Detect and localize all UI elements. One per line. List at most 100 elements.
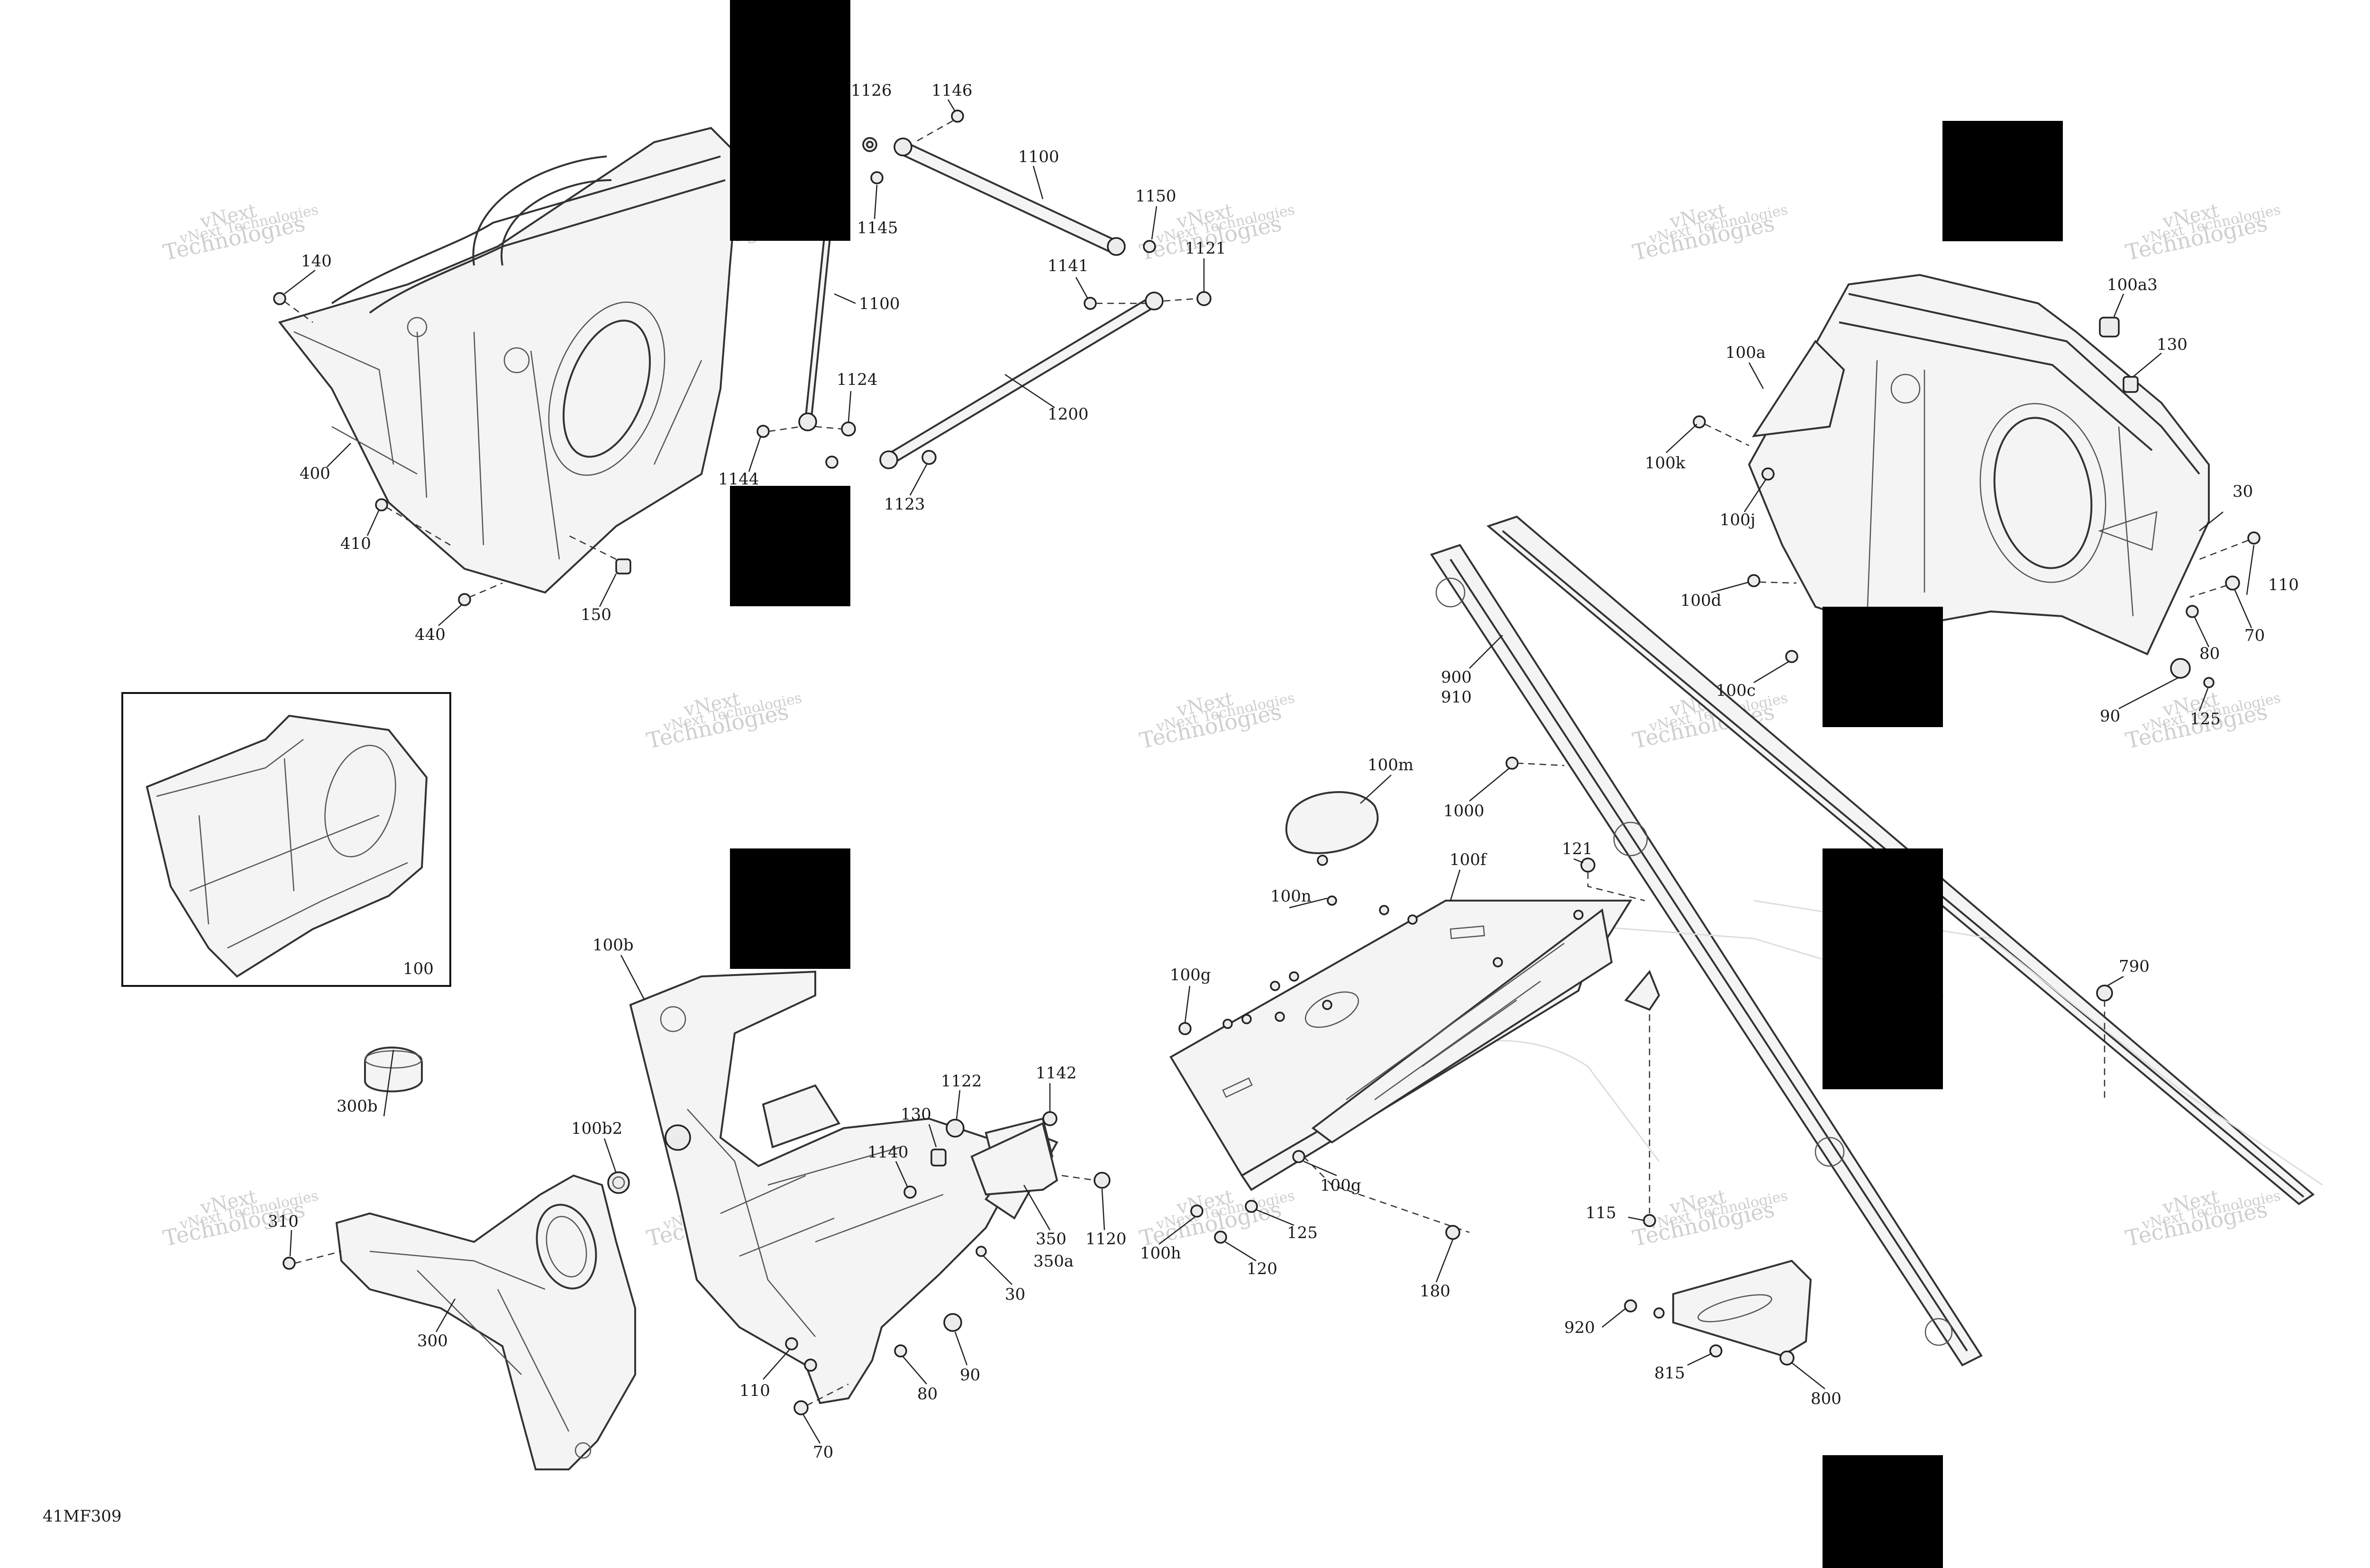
callout-label: 180 [1420, 1282, 1450, 1301]
bolt-110 [2247, 531, 2261, 545]
stay-rod-1200 [885, 295, 1158, 466]
bolt-115 [1643, 1214, 1656, 1227]
nut-150 [615, 558, 631, 574]
callout-label: 1100 [1018, 147, 1059, 166]
support-300-assembly [283, 1047, 636, 1470]
bolt-1141 [1084, 297, 1097, 310]
callout-label: 310 [268, 1212, 299, 1231]
callout-label: 100c [1716, 681, 1756, 700]
bolt-180 [1445, 1225, 1460, 1240]
callout-label: 125 [1287, 1223, 1318, 1242]
bolt-125 [2203, 677, 2215, 688]
callout-label: 30 [2233, 482, 2253, 501]
callout-label: 125 [2190, 710, 2221, 729]
front-frame-hardware [273, 292, 631, 606]
callout-label: 100m [1367, 756, 1413, 775]
nut-100h [1190, 1204, 1203, 1218]
bolt-410 [375, 498, 388, 511]
cap-100a3 [2099, 317, 2120, 337]
drawing-code: 41MF309 [43, 1507, 122, 1526]
callout-label: 800 [1811, 1389, 1841, 1408]
callout-label: 100 [403, 959, 434, 978]
callout-label: 1120 [1085, 1230, 1127, 1249]
callout-label: 910 [1441, 688, 1472, 707]
nut-790 [2096, 985, 2113, 1002]
callout-label: 100k [1645, 454, 1686, 473]
nut-121 [1580, 857, 1595, 873]
watermark: vNext Technologies vNext Technologies [2123, 200, 2282, 265]
bolt-310 [283, 1257, 296, 1270]
bolt-1000 [1505, 757, 1519, 770]
callout-label: 100b2 [571, 1119, 622, 1138]
callout-label: 1000 [1443, 802, 1485, 820]
washer-80b [894, 1344, 907, 1358]
bolt-1142 [1042, 1111, 1057, 1126]
callout-label: 410 [340, 534, 371, 553]
washer-1122 [946, 1119, 965, 1138]
redaction-block [730, 848, 850, 969]
callout-label: 440 [415, 625, 446, 644]
callout-label: 100g [1320, 1176, 1361, 1195]
callout-label: 80 [917, 1385, 938, 1404]
callout-label: 120 [1247, 1259, 1277, 1278]
callout-label: 1126 [851, 81, 892, 100]
nut-1120 [1094, 1172, 1111, 1189]
bolt-120 [1214, 1231, 1227, 1244]
washer-80 [2186, 605, 2199, 618]
callout-label: 70 [813, 1443, 833, 1462]
callout-label: 100g [1170, 966, 1211, 985]
callout-label: 1122 [941, 1072, 982, 1091]
bolt-140 [273, 292, 286, 305]
callout-label: 1150 [1135, 187, 1176, 206]
callout-label: 900 [1441, 668, 1472, 687]
callout-label: 350a [1033, 1252, 1074, 1271]
redaction-blocks [730, 0, 2063, 1568]
callout-label: 1123 [884, 495, 925, 514]
callout-label: 1141 [1048, 256, 1089, 275]
redaction-block [1823, 848, 1943, 1089]
callout-label: 350 [1036, 1230, 1066, 1249]
rail-900 [1430, 544, 1983, 1367]
watermark: vNext Technologies vNext Technologies [644, 688, 803, 754]
callout-labels: 1126 1146 1100 1150 1145 1121 1141 1100 … [43, 81, 2299, 1526]
bushing-130b [930, 1149, 947, 1167]
nut-1124 [841, 421, 856, 437]
watermark: vNext Technologies vNext Technologies [2123, 1185, 2282, 1251]
nut-1121 [1196, 291, 1212, 306]
watermark: vNext Technologies vNext Technologies [1137, 688, 1296, 754]
bushing-100b [665, 1124, 691, 1151]
front-frame-assembly [278, 127, 741, 594]
bolt-100c [1785, 650, 1798, 663]
callout-label: 1144 [718, 470, 759, 489]
bolt-100d [1747, 574, 1760, 587]
bolt-920 [1624, 1299, 1637, 1313]
inset-frame-100 [121, 692, 451, 987]
bolt-110b [785, 1337, 798, 1350]
bolt-440 [458, 593, 471, 606]
bolt-70 [2225, 575, 2240, 591]
callout-label: 1146 [931, 81, 973, 100]
callout-label: 400 [300, 464, 330, 483]
redaction-block [730, 486, 850, 606]
bolt-100j [1761, 467, 1775, 481]
redaction-block [1823, 607, 1943, 727]
watermark: vNext Technologies vNext Technologies [161, 200, 319, 265]
callout-label: 150 [581, 605, 611, 624]
callout-label: 110 [2268, 575, 2299, 594]
callout-label: 790 [2119, 957, 2150, 976]
callout-label: 1124 [837, 370, 878, 389]
callout-label: 1140 [867, 1143, 909, 1162]
bolt-1145 [870, 171, 884, 184]
callout-label: 815 [1654, 1364, 1685, 1383]
callout-label: 130 [2157, 335, 2188, 354]
callout-label: 1121 [1185, 239, 1226, 258]
nut-1123 [921, 450, 937, 465]
stay-rod-1100-lower [803, 231, 832, 428]
stay-rod-1100-upper [899, 141, 1120, 255]
callout-label: 920 [1564, 1318, 1595, 1337]
plate-800-assembly [1624, 1259, 1812, 1366]
rear-frame-assembly [1693, 273, 2261, 688]
callout-label: 90 [2100, 707, 2120, 726]
nut-90 [2170, 658, 2191, 679]
